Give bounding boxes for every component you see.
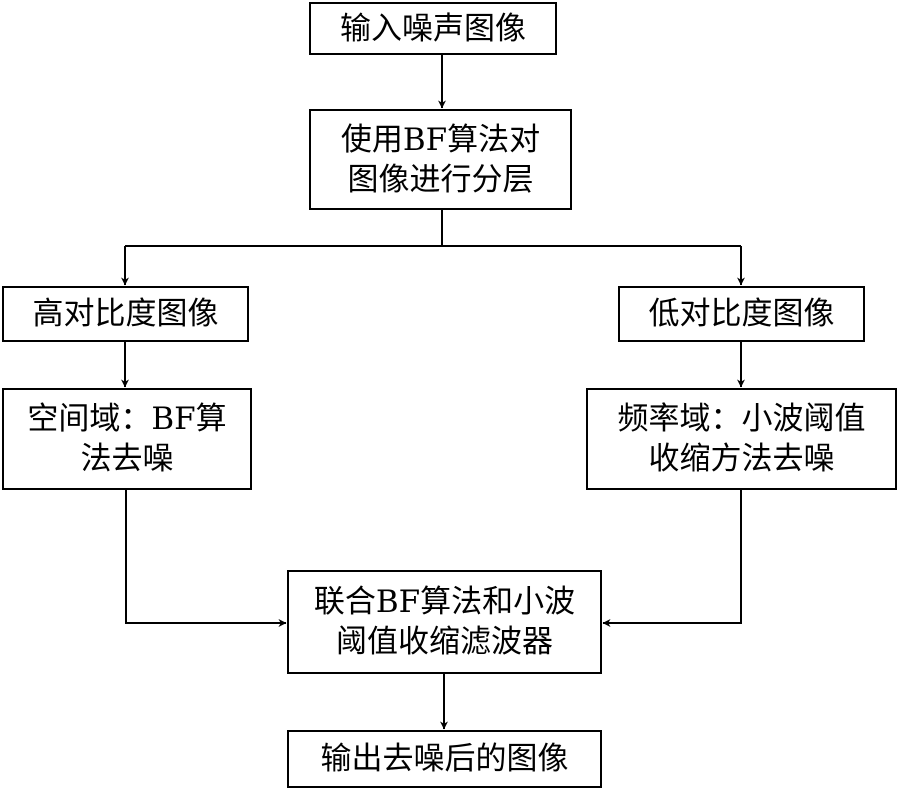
node-text-line: 高对比度图像 bbox=[32, 296, 219, 332]
frequency-domain-wavelet-denoise-node: 频率域：小波阈值 收缩方法去噪 bbox=[586, 388, 897, 490]
arrow-frequency-to-joint bbox=[602, 490, 742, 627]
output-denoised-image-node: 输出去噪后的图像 bbox=[287, 730, 602, 788]
node-text-line: 输入噪声图像 bbox=[340, 10, 526, 47]
node-text-line: 收缩方法去噪 bbox=[648, 441, 835, 477]
spatial-domain-bf-denoise-node: 空间域：BF算 法去噪 bbox=[2, 388, 252, 490]
node-text-line: 输出去噪后的图像 bbox=[320, 741, 569, 777]
node-text-line: 频率域：小波阈值 bbox=[617, 401, 866, 437]
high-contrast-image-node: 高对比度图像 bbox=[2, 286, 249, 342]
low-contrast-image-node: 低对比度图像 bbox=[618, 286, 865, 342]
input-noisy-image-node: 输入噪声图像 bbox=[309, 2, 557, 55]
node-text-line: 法去噪 bbox=[80, 441, 174, 477]
node-text-line: 阈值收缩滤波器 bbox=[336, 624, 553, 660]
node-text-line: 联合BF算法和小波 bbox=[313, 584, 576, 620]
node-text-line: 空间域：BF算 bbox=[27, 401, 227, 437]
node-text-line: 低对比度图像 bbox=[648, 296, 835, 332]
node-text-line: 使用BF算法对 bbox=[340, 121, 541, 158]
arrow-spatial-to-joint bbox=[125, 490, 287, 627]
node-text-line: 图像进行分层 bbox=[347, 161, 534, 198]
joint-bf-wavelet-filter-node: 联合BF算法和小波 阈值收缩滤波器 bbox=[287, 570, 602, 674]
bf-layering-node: 使用BF算法对 图像进行分层 bbox=[309, 109, 572, 210]
